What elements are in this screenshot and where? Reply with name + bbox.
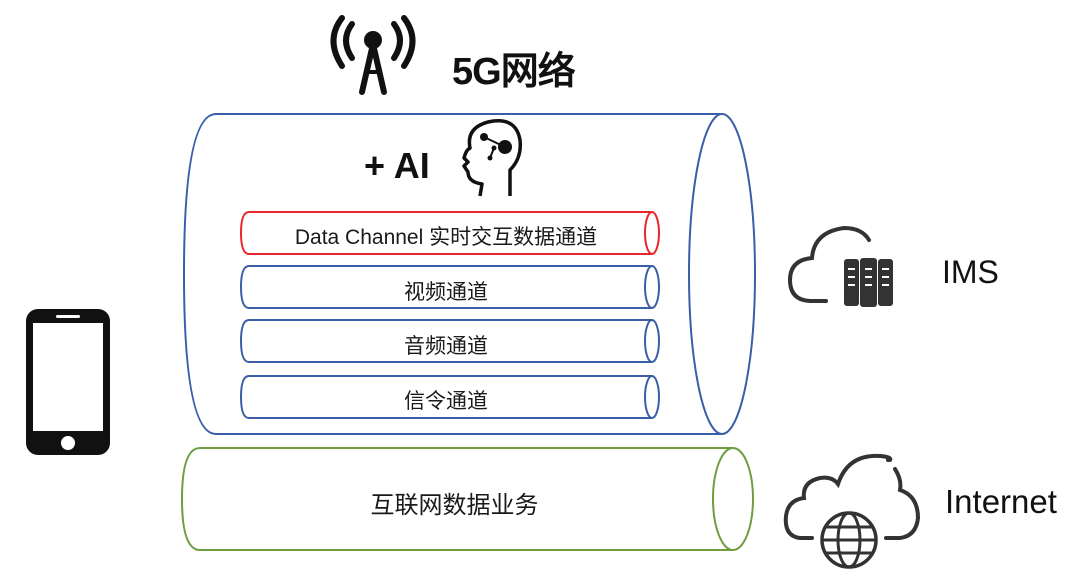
smartphone-icon — [26, 309, 110, 455]
network-title: 5G网络 — [452, 51, 576, 93]
network-pipe — [182, 113, 756, 435]
cloud-server-icon — [787, 225, 893, 307]
ims-label: IMS — [942, 254, 999, 290]
channel-pipe-signaling — [239, 375, 660, 419]
channel-label-data: Data Channel 实时交互数据通道 — [294, 226, 598, 249]
cloud-globe-icon — [783, 453, 921, 569]
internet-pipe-label: 互联网数据业务 — [370, 492, 539, 519]
antenna-tower-icon — [330, 15, 416, 95]
internet-pipe — [180, 447, 754, 551]
channel-label-signaling: 信令通道 — [404, 390, 488, 413]
channel-label-video: 视频通道 — [404, 281, 488, 304]
channel-pipe-video — [239, 265, 660, 309]
channel-pipe-data — [239, 211, 660, 255]
channel-pipe-audio — [239, 319, 660, 363]
channel-label-audio: 音频通道 — [404, 335, 488, 358]
ai-label: + AI — [364, 145, 430, 186]
ai-head-icon — [462, 119, 523, 197]
internet-label: Internet — [945, 483, 1057, 520]
